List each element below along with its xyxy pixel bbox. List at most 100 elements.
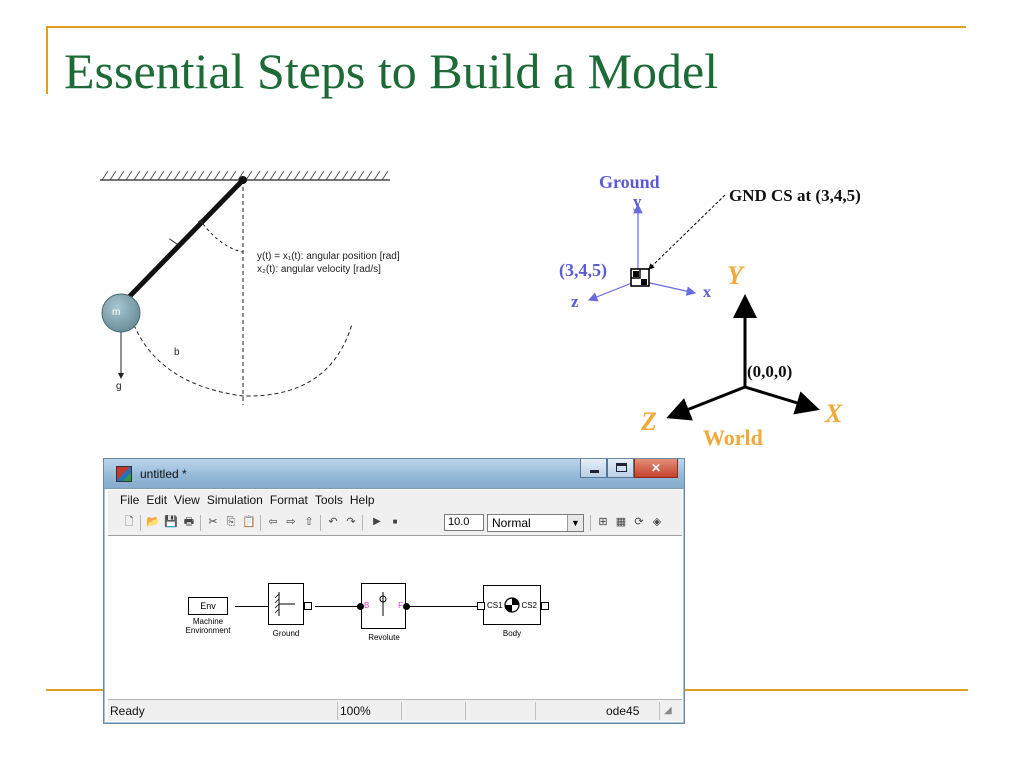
menu-bar: File Edit View Simulation Format Tools H… <box>108 490 682 510</box>
revolute-joint-icon <box>379 592 387 616</box>
library-browser-icon[interactable]: ◈ <box>652 516 662 528</box>
stop-time-field[interactable]: 10.0 <box>444 514 484 531</box>
world-x-axis <box>744 385 820 415</box>
ceiling-hatching <box>101 170 389 181</box>
wire-env-ground <box>235 606 268 607</box>
maximize-icon <box>616 463 627 472</box>
model-canvas[interactable]: Env Machine Environment Ground B F <box>108 537 682 697</box>
open-folder-icon[interactable]: 📂 <box>146 516 160 528</box>
ground-title: Ground <box>599 172 660 192</box>
window-controls: ✕ <box>580 459 678 479</box>
title-top-rule <box>46 26 966 28</box>
body-block[interactable]: CS1 CS2 <box>483 585 541 625</box>
window-titlebar[interactable]: untitled * ✕ <box>104 459 684 489</box>
status-blank-1 <box>402 702 466 720</box>
ground-x-axis <box>640 280 697 296</box>
pendulum-diagram: m b g y(t) = x₁(t): angular position [ra… <box>90 160 440 410</box>
ground-block[interactable] <box>268 583 304 625</box>
swing-arc <box>129 319 353 397</box>
equation-line-2: x₂(t): angular velocity [rad/s] <box>257 264 381 275</box>
chevron-down-icon[interactable]: ▼ <box>567 515 583 531</box>
equation-line-1: y(t) = x₁(t): angular position [rad] <box>257 251 400 262</box>
machine-environment-block[interactable]: Env <box>188 597 228 615</box>
frames-drawing <box>587 194 820 421</box>
close-button[interactable]: ✕ <box>634 459 678 478</box>
revolute-block[interactable]: B F <box>361 583 406 629</box>
world-z-axis <box>666 385 746 421</box>
ground-symbol-icon <box>274 592 295 616</box>
pivot <box>239 176 247 184</box>
copy-icon[interactable]: ⎘ <box>226 516 236 528</box>
window-title: untitled * <box>140 467 187 481</box>
menu-simulation[interactable]: Simulation <box>206 493 263 507</box>
status-state: Ready <box>108 702 338 720</box>
forward-arrow-icon[interactable]: ⇨ <box>286 516 296 528</box>
toolbar: 🗋 📂 💾 🖶 ✂ ⎘ 📋 ⇦ ⇨ ⇧ ↶ ↷ ▶ ■ 10.0 Normal … <box>108 510 682 536</box>
menu-file[interactable]: File <box>120 493 140 507</box>
up-arrow-icon[interactable]: ⇧ <box>304 516 314 528</box>
slide-title: Essential Steps to Build a Model <box>64 43 719 99</box>
world-y-label: Y <box>727 261 743 290</box>
world-x-label: X <box>825 399 843 428</box>
ground-port[interactable] <box>304 602 312 610</box>
wire-ground-revolute <box>315 606 361 607</box>
world-z-label: Z <box>641 407 657 436</box>
new-model-icon[interactable]: 🗋 <box>124 516 134 528</box>
maximize-button[interactable] <box>607 459 634 478</box>
body-block-caption: Body <box>502 629 522 638</box>
build-model-icon[interactable]: ⊞ <box>598 516 608 528</box>
body-port-left[interactable] <box>477 602 485 610</box>
revolute-port-b-dot[interactable] <box>357 603 364 610</box>
pendulum-mass <box>101 293 141 333</box>
stop-simulation-icon[interactable]: ■ <box>392 517 398 526</box>
env-block-caption: Machine Environment <box>185 617 231 636</box>
gnd-cs-annotation: GND CS at (3,4,5) <box>729 186 861 205</box>
redo-icon[interactable]: ↷ <box>346 516 356 528</box>
menu-view[interactable]: View <box>174 493 200 507</box>
back-arrow-icon[interactable]: ⇦ <box>268 516 278 528</box>
save-icon[interactable]: 💾 <box>164 516 178 528</box>
ground-y-label: y <box>633 192 642 211</box>
minimize-icon <box>590 470 599 473</box>
model-explorer-icon[interactable]: ▦ <box>615 516 627 528</box>
revolute-port-f: F <box>398 601 403 610</box>
body-port-cs2: CS2 <box>521 601 537 610</box>
wire-revolute-body <box>406 606 478 607</box>
simulink-window: untitled * ✕ File Edit View Simulation F… <box>103 458 685 724</box>
pendulum-drawing <box>100 170 390 405</box>
simulation-mode-value: Normal <box>492 516 531 530</box>
simulation-mode-select[interactable]: Normal ▼ <box>487 514 584 532</box>
coordinate-frames-diagram: Ground y x z (3,4,5) GND CS at (3,4,5) Y… <box>555 165 935 455</box>
menu-help[interactable]: Help <box>349 493 375 507</box>
ground-x-label: x <box>703 284 711 301</box>
menu-edit[interactable]: Edit <box>146 493 168 507</box>
simulink-app-icon <box>116 466 132 482</box>
minimize-button[interactable] <box>580 459 607 478</box>
menu-tools[interactable]: Tools <box>314 493 343 507</box>
close-icon: ✕ <box>650 461 662 475</box>
annotation-leader <box>648 194 726 270</box>
revolute-block-caption: Revolute <box>368 633 400 642</box>
ground-block-caption: Ground <box>272 629 300 638</box>
pendulum-rod <box>126 178 245 300</box>
start-simulation-icon[interactable]: ▶ <box>373 516 381 527</box>
env-block-text: Env <box>200 601 216 611</box>
gravity-label: g <box>116 381 122 392</box>
world-title: World <box>703 425 763 450</box>
update-diagram-icon[interactable]: ⟳ <box>634 516 644 528</box>
resize-grip-icon[interactable]: ◢ <box>664 705 672 716</box>
status-blank-2 <box>466 702 536 720</box>
cut-icon[interactable]: ✂ <box>208 516 218 528</box>
revolute-port-f-dot[interactable] <box>403 603 410 610</box>
angle-arc <box>197 218 244 253</box>
body-port-right[interactable] <box>541 602 549 610</box>
damping-label: b <box>174 347 180 358</box>
mass-label: m <box>112 307 121 318</box>
revolute-port-b: B <box>364 601 370 610</box>
ground-z-axis <box>587 280 638 302</box>
paste-icon[interactable]: 📋 <box>242 516 256 528</box>
undo-icon[interactable]: ↶ <box>328 516 338 528</box>
print-icon[interactable]: 🖶 <box>183 516 195 528</box>
menu-format[interactable]: Format <box>269 493 308 507</box>
status-bar: Ready 100% ode45 ◢ <box>108 699 682 721</box>
